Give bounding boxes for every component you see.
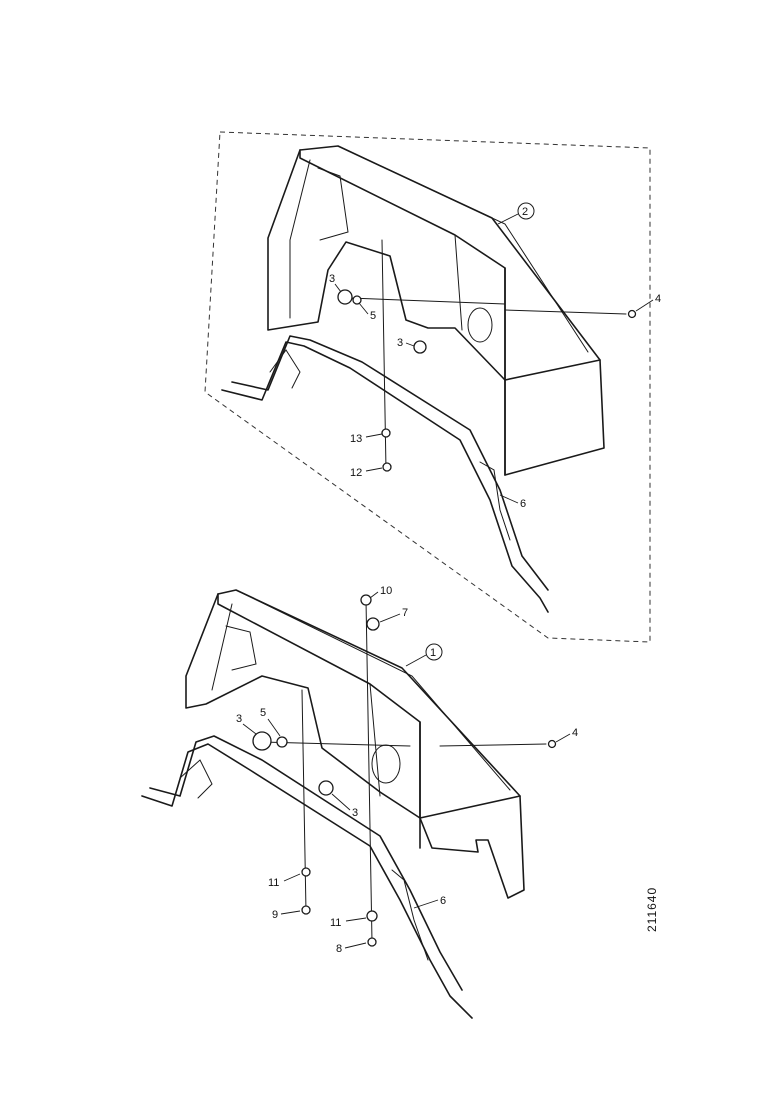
lower-label-7: 7 xyxy=(402,607,408,619)
lower-washer-3a xyxy=(252,731,272,751)
upper-label-12: 12 xyxy=(350,467,362,479)
upper-nut-13 xyxy=(381,428,391,438)
upper-washer-3b xyxy=(413,340,427,354)
lower-bolt-4 xyxy=(547,739,557,749)
lower-assembly: 1 10 7 3 5 4 3 11 9 11 8 6 xyxy=(141,585,578,1019)
upper-label-3a: 3 xyxy=(329,273,335,285)
lower-clip-7 xyxy=(366,617,380,631)
lower-circled-label: 1 xyxy=(430,647,436,659)
lower-nut-10 xyxy=(360,594,372,606)
lower-label-6: 6 xyxy=(440,895,446,907)
upper-nut-12 xyxy=(382,462,392,472)
upper-label-6: 6 xyxy=(520,498,526,510)
upper-circled-label: 2 xyxy=(522,206,528,218)
upper-bolt-4 xyxy=(627,309,637,319)
upper-washer-3a xyxy=(337,289,353,305)
lower-label-11a: 11 xyxy=(268,877,279,889)
upper-housing xyxy=(267,145,605,476)
upper-label-4: 4 xyxy=(655,293,661,305)
upper-item-circle xyxy=(517,202,535,220)
lower-washer-3b xyxy=(318,780,334,796)
lower-nut-11a xyxy=(301,867,311,877)
upper-assembly: 2 3 5 3 4 13 12 6 xyxy=(204,131,661,643)
lower-rail xyxy=(141,735,473,1019)
lower-label-3a: 3 xyxy=(236,713,242,725)
lower-bolt-8 xyxy=(367,937,377,947)
upper-rail xyxy=(221,335,549,613)
lower-label-3b: 3 xyxy=(352,807,358,819)
lower-label-8: 8 xyxy=(336,943,342,955)
upper-dashed-boundary xyxy=(204,131,651,643)
upper-label-3b: 3 xyxy=(397,337,403,349)
lower-label-4: 4 xyxy=(572,727,578,739)
lower-item-circle xyxy=(425,643,443,661)
upper-nut-5 xyxy=(352,295,362,305)
lower-nut-9 xyxy=(301,905,311,915)
lower-label-9: 9 xyxy=(272,909,278,921)
lower-label-5: 5 xyxy=(260,707,266,719)
lower-label-11b: 11 xyxy=(330,917,341,929)
upper-label-13: 13 xyxy=(350,433,362,445)
upper-label-5: 5 xyxy=(370,310,376,322)
lower-label-10: 10 xyxy=(380,585,392,597)
drawing-number: 211640 xyxy=(645,887,659,932)
lower-nut-11b xyxy=(366,910,378,922)
lower-nut-5 xyxy=(276,736,288,748)
lower-housing xyxy=(185,589,525,899)
